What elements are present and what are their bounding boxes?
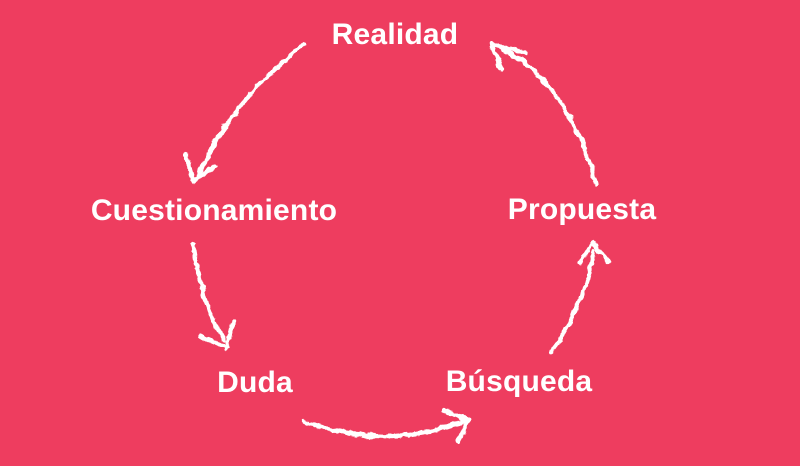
node-cuestionamiento: Cuestionamiento — [90, 194, 338, 227]
arrowhead-stroke — [183, 152, 197, 184]
node-realidad: Realidad — [331, 18, 459, 51]
arrow-realidad-to-cuestionamiento — [183, 41, 307, 184]
node-propuesta: Propuesta — [507, 193, 657, 226]
arrow-shaft — [300, 417, 469, 439]
arrowhead-stroke — [489, 41, 529, 56]
node-duda: Duda — [217, 366, 293, 399]
arrow-shaft — [501, 47, 599, 187]
arrow-duda-to-busqueda — [300, 407, 472, 444]
arrowhead-stroke — [197, 333, 231, 351]
node-busqueda: Búsqueda — [445, 365, 593, 398]
arrow-shaft — [196, 41, 307, 177]
arrowhead-stroke — [223, 318, 236, 353]
arrow-shaft — [190, 240, 227, 343]
arrowhead-stroke — [441, 407, 472, 423]
arrowhead-stroke — [190, 163, 218, 184]
arrowhead-stroke — [455, 417, 472, 444]
arrowhead-stroke — [590, 239, 611, 265]
arrowhead-stroke — [489, 41, 504, 72]
arrowhead-stroke — [577, 239, 596, 266]
arrow-busqueda-to-propuesta — [549, 239, 611, 355]
arrow-shaft — [549, 248, 597, 355]
arrow-propuesta-to-realidad — [489, 41, 599, 187]
arrow-cuestionamiento-to-duda — [190, 240, 236, 353]
